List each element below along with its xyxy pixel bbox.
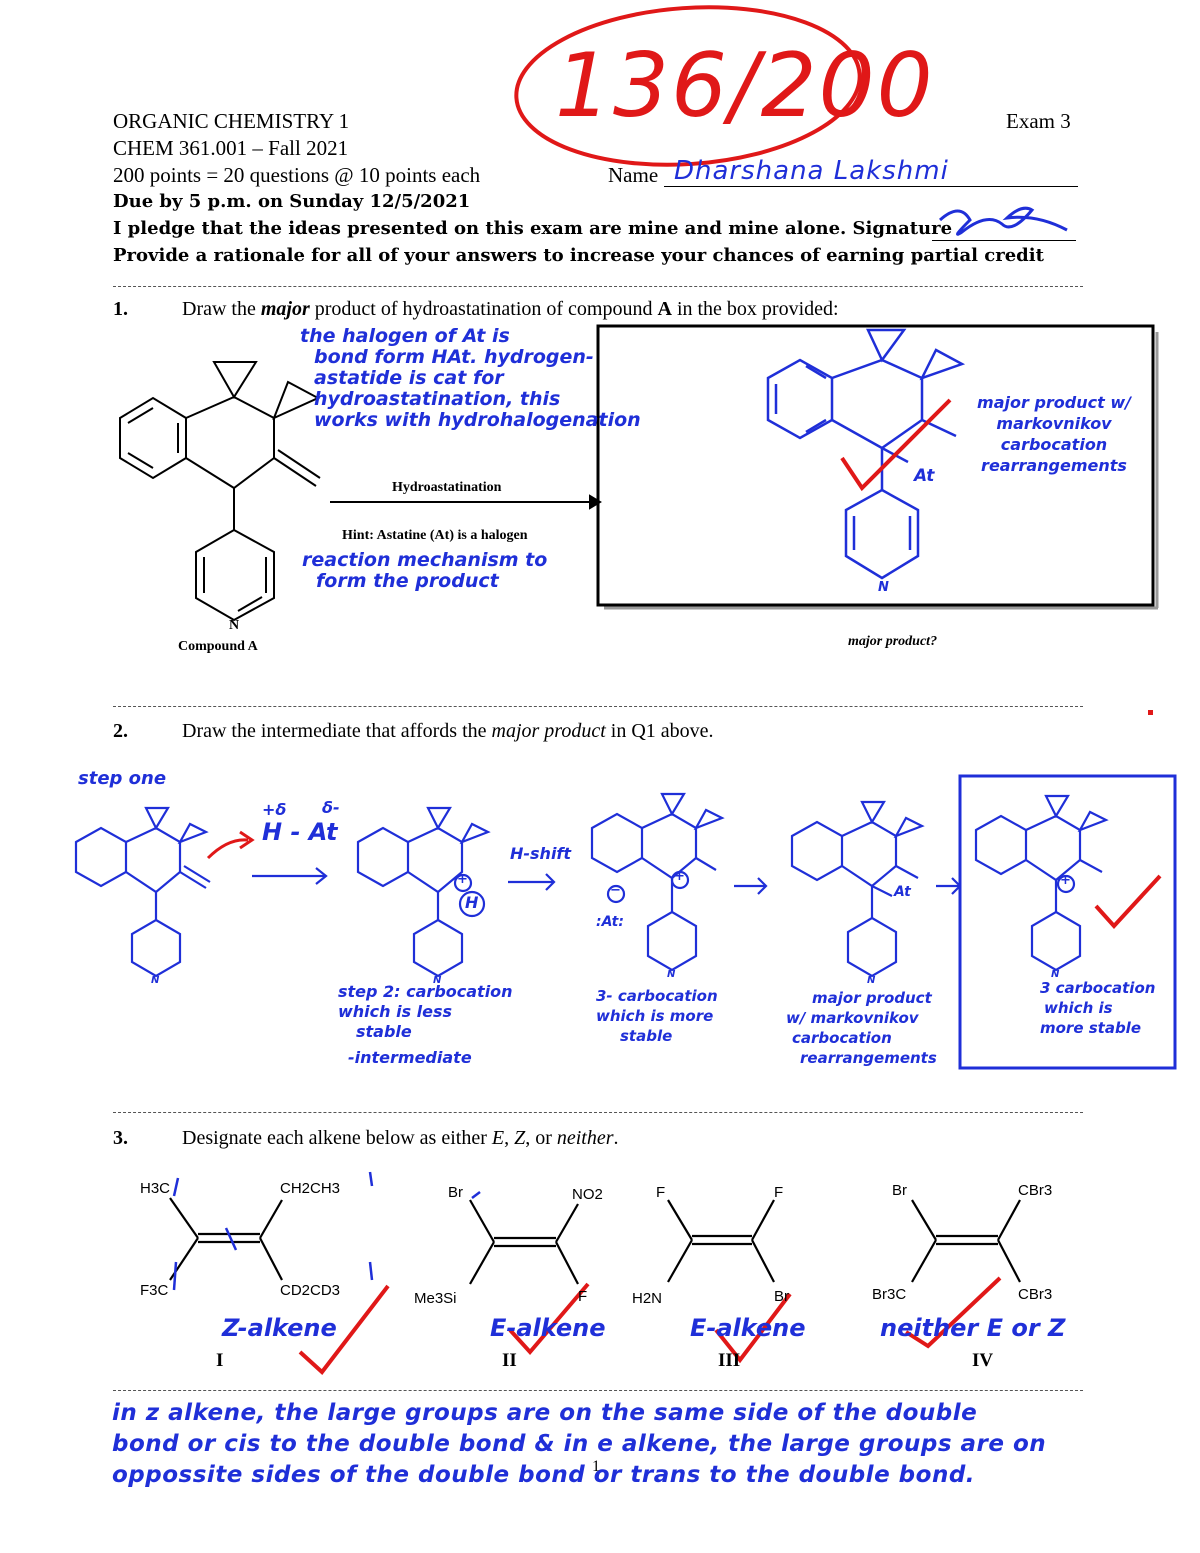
q3-number: 3.: [113, 1127, 128, 1149]
compound-label: Compound A: [178, 639, 258, 654]
product-n: N: [878, 580, 889, 595]
q1-number: 1.: [113, 298, 128, 320]
ring-n: N: [867, 975, 876, 986]
alkene-3-br: Br: [774, 1288, 789, 1305]
q3-explanation: in z alkene, the large groups are on the…: [112, 1400, 1047, 1488]
h-label: H: [465, 893, 479, 912]
due-date: Due by 5 p.m. on Sunday 12/5/2021: [113, 191, 471, 212]
ring-n: N: [151, 975, 160, 986]
pledge: I pledge that the ideas presented on thi…: [113, 218, 953, 239]
student-name: Dharshana Lakshmi: [674, 156, 949, 186]
ring-n: N: [433, 975, 442, 986]
q1-prompt: Draw the major product of hydroastatinat…: [182, 298, 839, 320]
plus-sign: +: [457, 872, 468, 887]
numeral-3: III: [718, 1350, 741, 1371]
divider: [113, 1390, 1083, 1391]
alkene-4-bl: Br3C: [872, 1286, 907, 1303]
h-shift: H-shift: [510, 844, 572, 863]
divider: [113, 706, 1083, 707]
course-section: CHEM 361.001 – Fall 2021: [113, 136, 349, 160]
alkene-2-tl: Br: [448, 1184, 463, 1201]
ring-n: N: [667, 969, 676, 980]
numeral-4: IV: [972, 1350, 994, 1371]
numeral-2: II: [502, 1350, 517, 1371]
alkene-2-tr: NO2: [572, 1186, 603, 1203]
step-one: step one: [78, 768, 167, 789]
signature-line: [932, 240, 1076, 241]
product-at: At: [894, 884, 911, 900]
delta-minus: δ-: [322, 798, 340, 817]
delta-plus: +δ: [262, 800, 287, 819]
q1-hint: Hint: Astatine (At) is a halogen: [342, 528, 528, 543]
ring-n: N: [1051, 969, 1060, 980]
at-anion: :At:: [596, 914, 624, 930]
alkene-2-bl: Me3Si: [414, 1290, 457, 1307]
divider: [113, 1112, 1083, 1113]
course-title: ORGANIC CHEMISTRY 1: [113, 109, 350, 133]
q2-number: 2.: [113, 720, 128, 742]
q1-arrow-label: Hydroastatination: [392, 480, 502, 495]
alkene-4-tl: Br: [892, 1182, 907, 1199]
numeral-1: I: [216, 1350, 224, 1371]
box-caption: major product?: [848, 634, 938, 649]
alkene-1-tl: H3C: [140, 1180, 171, 1197]
alkene-2-br: F: [578, 1288, 588, 1305]
answer-1: Z-alkene: [222, 1314, 337, 1342]
q2-prompt: Draw the intermediate that affords the m…: [182, 720, 714, 742]
answer-4: neither E or Z: [880, 1314, 1066, 1342]
answer-3: E-alkene: [690, 1314, 806, 1342]
alkene-1-tr: CH2CH3: [280, 1180, 341, 1197]
product-at: At: [914, 466, 935, 486]
alkene-4-br: CBr3: [1018, 1286, 1053, 1303]
alkene-1-bl: F3C: [140, 1282, 169, 1299]
plus-sign: +: [674, 869, 685, 884]
alkene-3-tl: F: [656, 1184, 666, 1201]
name-line: [664, 186, 1078, 187]
minus-sign: −: [610, 883, 621, 898]
page-number: 1: [592, 1458, 600, 1475]
alkene-3-bl: H2N: [632, 1290, 663, 1307]
name-label: Name: [608, 163, 659, 187]
points-info: 200 points = 20 questions @ 10 points ea…: [113, 163, 481, 187]
alkene-4-tr: CBr3: [1018, 1182, 1053, 1199]
red-dot: [1148, 710, 1153, 715]
rationale-note: Provide a rationale for all of your answ…: [113, 245, 1044, 266]
plus-sign: +: [1060, 873, 1071, 888]
answer-2: E-alkene: [490, 1314, 606, 1342]
q3-prompt: Designate each alkene below as either E,…: [182, 1127, 619, 1149]
divider: [113, 286, 1083, 287]
alkene-1-br: CD2CD3: [280, 1282, 341, 1299]
exam-label: Exam 3: [1006, 109, 1071, 133]
alkene-3-tr: F: [774, 1184, 784, 1201]
reagent: H - At: [262, 818, 338, 846]
score: 136/200: [555, 34, 935, 137]
ring-n: N: [229, 618, 240, 633]
